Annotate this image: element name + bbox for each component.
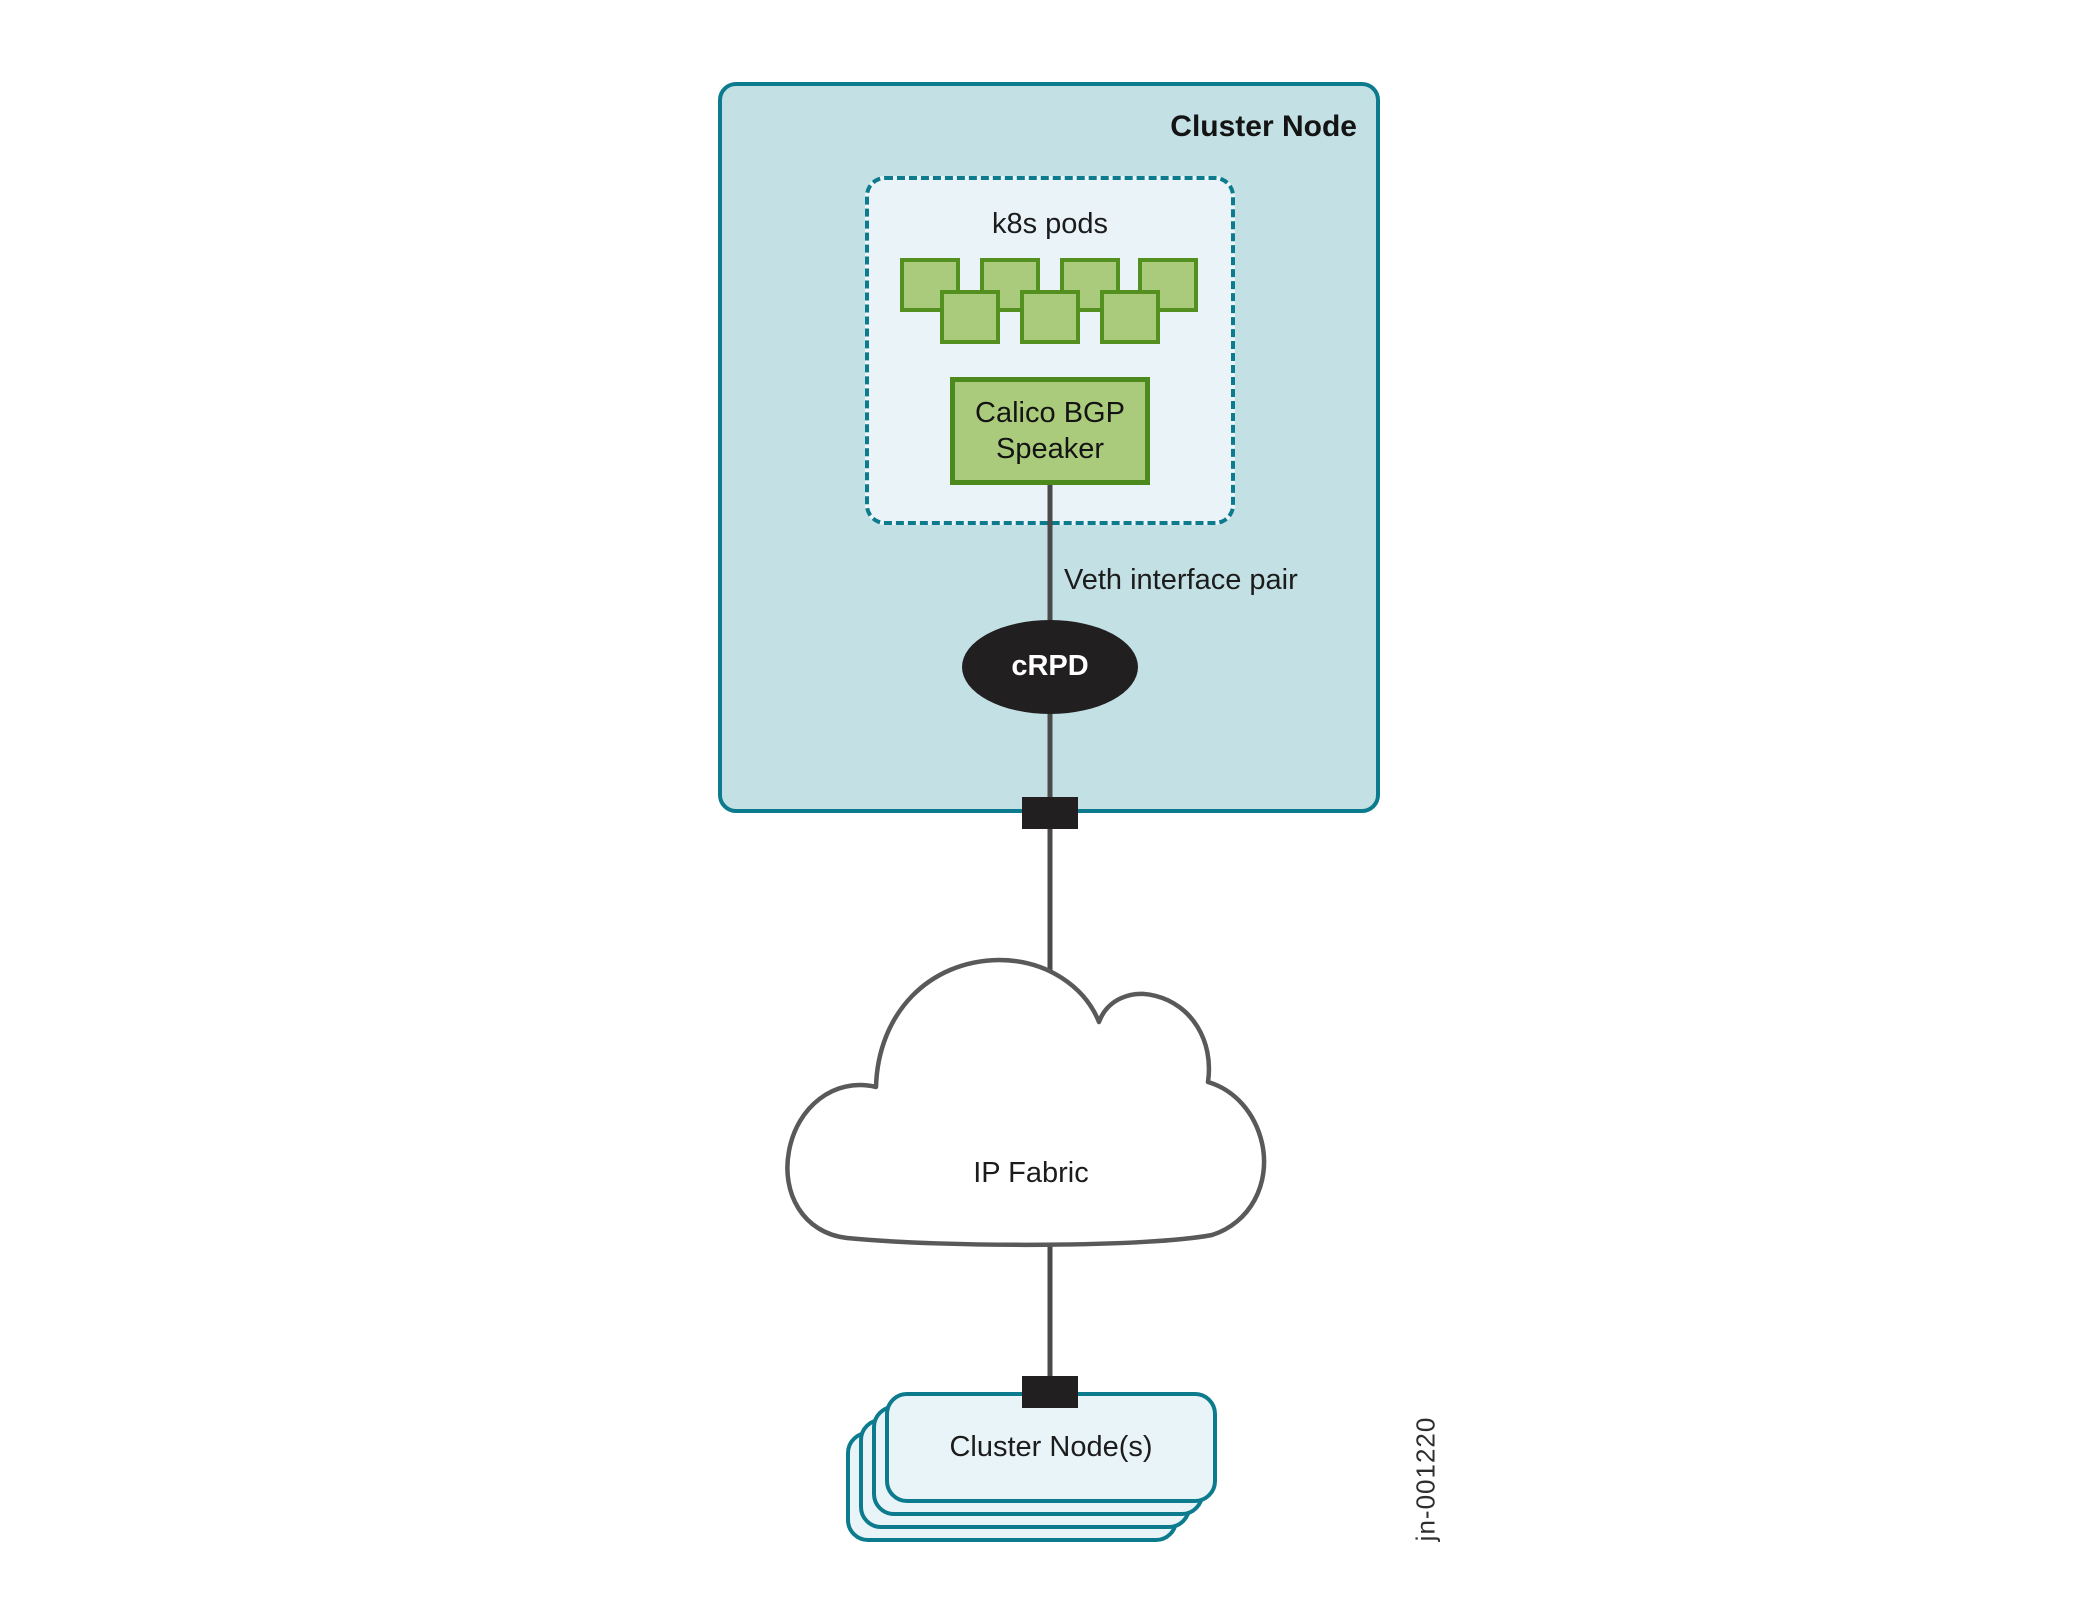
- pod-icon: [940, 290, 1000, 344]
- ip-fabric-label: IP Fabric: [973, 1157, 1089, 1189]
- cluster-node-title: Cluster Node: [1170, 110, 1357, 143]
- veth-interface-pair-label: Veth interface pair: [1064, 564, 1298, 596]
- pod-icon: [1020, 290, 1080, 344]
- k8s-pods-label: k8s pods: [991, 208, 1109, 240]
- ip-fabric-cloud: [785, 957, 1267, 1248]
- cluster-nodes-label: Cluster Node(s): [949, 1431, 1153, 1463]
- figure-id-label: jn-001220: [1410, 1416, 1441, 1542]
- calico-bgp-speaker-node: Calico BGP Speaker: [950, 377, 1150, 485]
- pod-icon: [1100, 290, 1160, 344]
- crpd-label: cRPD: [1011, 650, 1089, 682]
- calico-bgp-speaker-label: Calico BGP Speaker: [975, 397, 1125, 465]
- pod-icon: [1138, 258, 1198, 312]
